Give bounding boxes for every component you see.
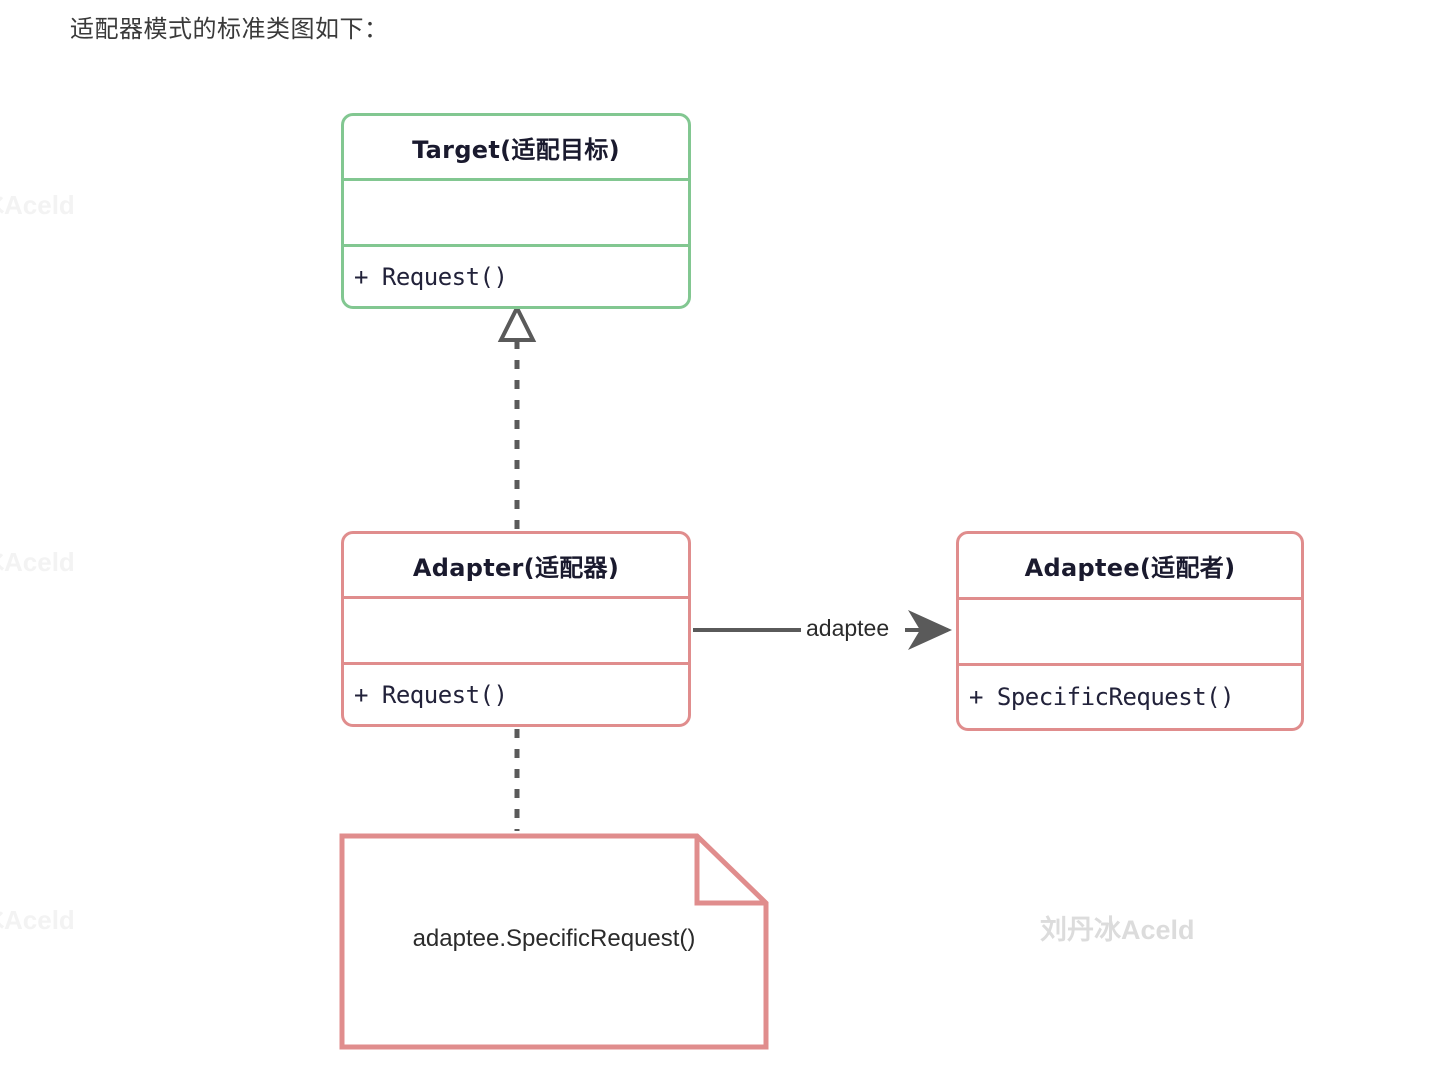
watermark-edge-middle: 冰Aceld bbox=[0, 547, 75, 577]
uml-class-target-attributes bbox=[344, 178, 688, 244]
uml-class-adaptee-attributes bbox=[959, 597, 1301, 663]
note-outline bbox=[339, 833, 769, 1050]
uml-class-adaptee-operations: + SpecificRequest() bbox=[959, 663, 1301, 728]
watermark-aceld: 刘丹冰Aceld bbox=[1040, 915, 1195, 945]
uml-class-adaptee[interactable]: Adaptee(适配者) + SpecificRequest() bbox=[956, 531, 1304, 731]
uml-class-adapter-operations: + Request() bbox=[344, 662, 688, 724]
uml-note[interactable]: adaptee.SpecificRequest() bbox=[339, 833, 769, 1050]
hollow-triangle-arrowhead bbox=[497, 303, 537, 342]
uml-class-adapter-attributes bbox=[344, 596, 688, 662]
relationship-realization-adapter-target bbox=[497, 303, 537, 529]
uml-class-adapter[interactable]: Adapter(适配器) + Request() bbox=[341, 531, 691, 727]
note-shape bbox=[339, 833, 769, 1050]
watermark-edge-bottom: 冰Aceld bbox=[0, 905, 75, 935]
note-fold-corner-icon bbox=[694, 836, 766, 906]
uml-class-target-operations: + Request() bbox=[344, 244, 688, 306]
uml-class-target[interactable]: Target(适配目标) + Request() bbox=[341, 113, 691, 309]
uml-class-target-title: Target(适配目标) bbox=[412, 135, 620, 164]
page-title: 适配器模式的标准类图如下： bbox=[70, 16, 389, 43]
uml-class-adapter-title: Adapter(适配器) bbox=[412, 553, 620, 582]
association-label-adaptee: adaptee bbox=[804, 615, 892, 642]
watermark-edge-top: 冰Aceld bbox=[0, 190, 75, 220]
uml-class-adaptee-title: Adaptee(适配者) bbox=[1024, 554, 1236, 582]
